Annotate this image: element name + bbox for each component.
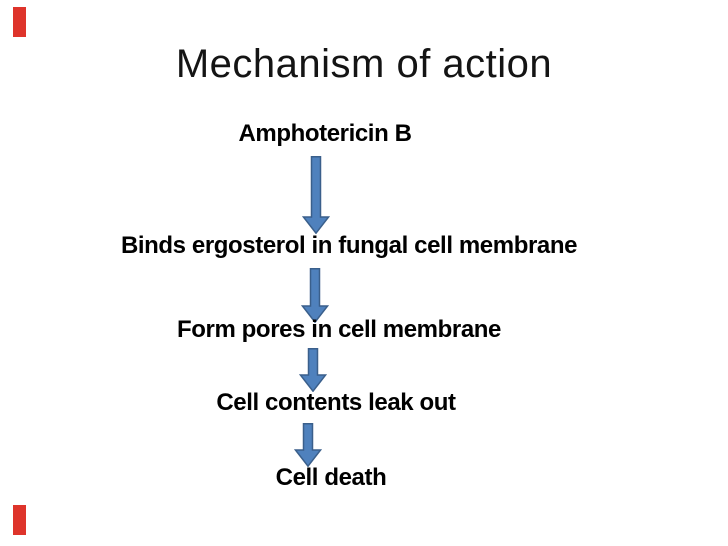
red-corner-mark-top [13, 7, 26, 37]
flow-step-form-pores: Form pores in cell membrane [177, 316, 501, 343]
flow-arrow-2 [300, 268, 330, 324]
flow-arrow-1 [301, 156, 331, 235]
down-arrow-icon [300, 268, 330, 324]
flow-step-contents-leak: Cell contents leak out [216, 389, 456, 416]
flow-arrow-4 [293, 423, 323, 468]
flow-step-cell-death: Cell death [275, 464, 387, 491]
flow-step-binds-ergosterol: Binds ergosterol in fungal cell membrane [120, 232, 578, 259]
red-corner-mark-bottom [13, 505, 26, 535]
flow-step-drug-name: Amphotericin B [238, 120, 412, 147]
slide-title: Mechanism of action [175, 42, 553, 86]
down-arrow-icon [298, 348, 328, 393]
down-arrow-icon [301, 156, 331, 235]
flow-arrow-3 [298, 348, 328, 393]
down-arrow-icon [293, 423, 323, 468]
